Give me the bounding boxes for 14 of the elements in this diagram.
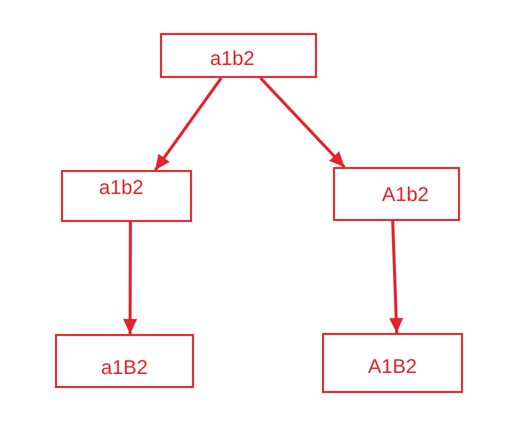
process-box [160, 33, 317, 78]
node-label: a1B2 [101, 358, 148, 378]
arrow [123, 222, 138, 334]
arrow [259, 76, 346, 168]
arrow [389, 220, 404, 334]
process-box [61, 170, 192, 222]
node-label: A1b2 [382, 185, 429, 205]
process-box [55, 334, 194, 388]
process-box [322, 333, 463, 393]
node-label: a1b2 [210, 49, 254, 69]
node-label: A1B2 [368, 357, 417, 377]
arrow [154, 77, 222, 171]
node-label: a1b2 [99, 178, 144, 198]
process-box [333, 167, 460, 221]
